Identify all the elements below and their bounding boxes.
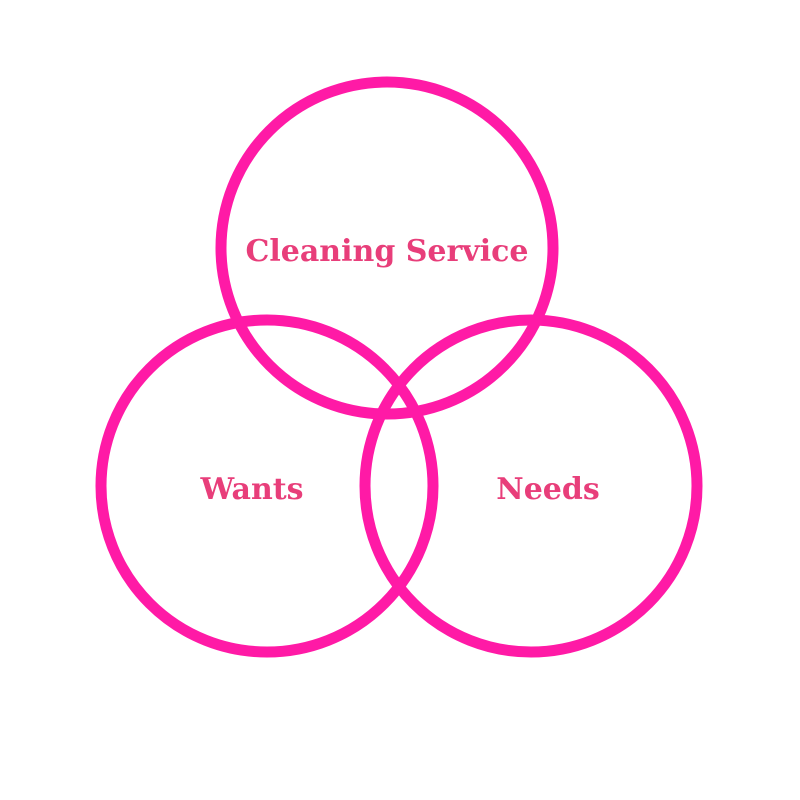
ring-needs — [359, 314, 703, 658]
set-label-wants: Wants — [200, 472, 304, 507]
set-label-needs: Needs — [496, 472, 600, 507]
set-label-cleaning-service: Cleaning Service — [245, 234, 529, 269]
ring-wants — [95, 314, 439, 658]
